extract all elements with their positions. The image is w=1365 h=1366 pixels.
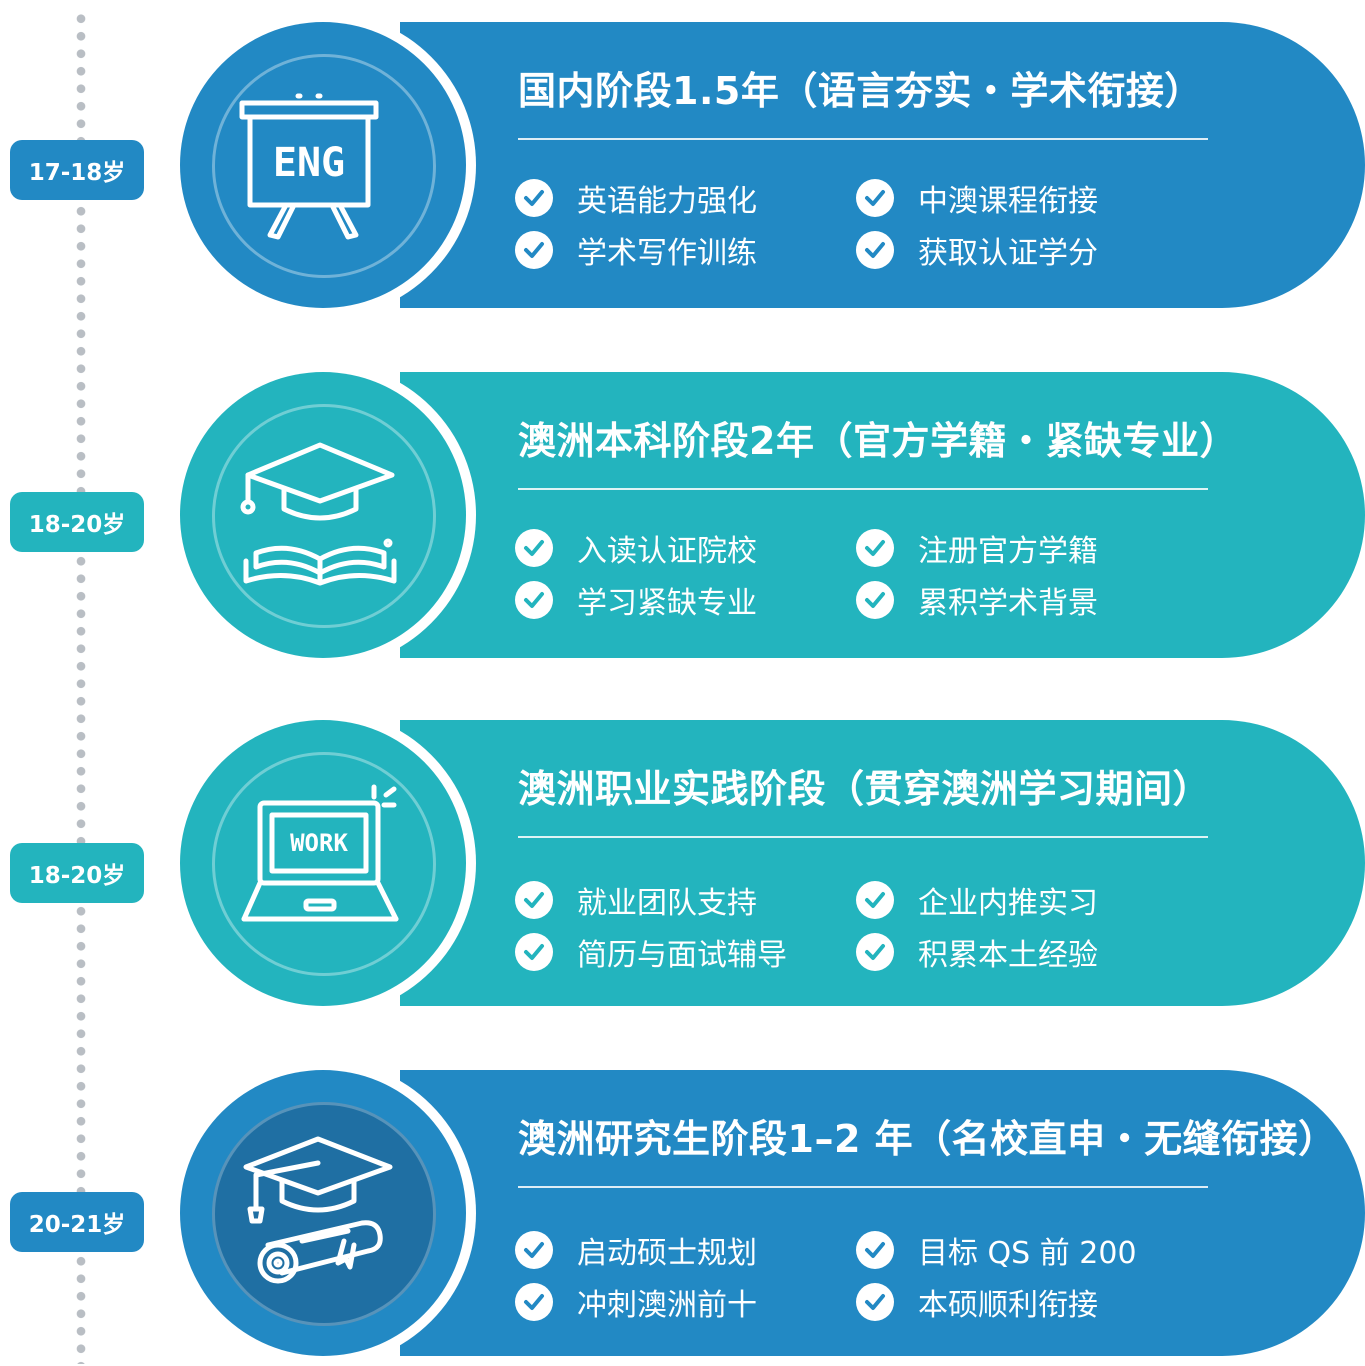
stage-title: 澳洲职业实践阶段（贯穿澳洲学习期间） bbox=[518, 767, 1212, 811]
list-item: 入读认证院校 bbox=[515, 528, 757, 569]
divider bbox=[518, 1186, 1208, 1188]
check-icon bbox=[515, 933, 553, 971]
check-icon bbox=[515, 1283, 553, 1321]
stage-title: 澳洲本科阶段2年（官方学籍・紧缺专业） bbox=[518, 419, 1238, 463]
check-icon bbox=[515, 179, 553, 217]
list-item: 简历与面试辅导 bbox=[515, 932, 787, 973]
stage-title: 国内阶段1.5年（语言夯实・学术衔接） bbox=[518, 69, 1203, 113]
list-item: 累积学术背景 bbox=[856, 580, 1098, 621]
check-icon bbox=[856, 231, 894, 269]
check-icon bbox=[515, 581, 553, 619]
check-icon bbox=[515, 529, 553, 567]
list-item: 获取认证学分 bbox=[856, 230, 1098, 271]
check-icon bbox=[856, 1283, 894, 1321]
list-item: 学习紧缺专业 bbox=[515, 580, 757, 621]
check-icon bbox=[856, 581, 894, 619]
check-icon bbox=[856, 881, 894, 919]
item-label: 注册官方学籍 bbox=[918, 534, 1098, 569]
item-label: 入读认证院校 bbox=[577, 534, 757, 569]
list-item: 就业团队支持 bbox=[515, 880, 757, 921]
age-badge-stage-1: 17-18岁 bbox=[10, 140, 144, 200]
stage-icon-circle bbox=[180, 372, 466, 658]
stage-card-1: ENG 国内阶段1.5年（语言夯实・学术衔接） 英语能力强化 中澳课程衔接 学术… bbox=[170, 12, 1365, 318]
graduation-cap-book-icon bbox=[238, 435, 408, 595]
item-label: 积累本土经验 bbox=[918, 938, 1098, 973]
list-item: 企业内推实习 bbox=[856, 880, 1098, 921]
graduation-cap-diploma-icon bbox=[238, 1133, 408, 1293]
check-icon bbox=[856, 179, 894, 217]
item-label: 目标 QS 前 200 bbox=[918, 1236, 1137, 1271]
age-badge-stage-2: 18-20岁 bbox=[10, 492, 144, 552]
item-label: 本硕顺利衔接 bbox=[918, 1288, 1098, 1323]
item-label: 学习紧缺专业 bbox=[577, 586, 757, 621]
list-item: 英语能力强化 bbox=[515, 178, 757, 219]
item-label: 学术写作训练 bbox=[577, 236, 757, 271]
check-icon bbox=[856, 933, 894, 971]
item-label: 企业内推实习 bbox=[918, 886, 1098, 921]
item-label: 启动硕士规划 bbox=[577, 1236, 757, 1271]
list-item: 积累本土经验 bbox=[856, 932, 1098, 973]
list-item: 注册官方学籍 bbox=[856, 528, 1098, 569]
check-icon bbox=[856, 1231, 894, 1269]
list-item: 本硕顺利衔接 bbox=[856, 1282, 1098, 1323]
stage-card-4: 澳洲研究生阶段1–2 年（名校直申・无缝衔接） 启动硕士规划 目标 QS 前 2… bbox=[170, 1060, 1365, 1366]
list-item: 冲刺澳洲前十 bbox=[515, 1282, 757, 1323]
item-label: 获取认证学分 bbox=[918, 236, 1098, 271]
item-label: 英语能力强化 bbox=[577, 184, 757, 219]
divider bbox=[518, 488, 1208, 490]
divider bbox=[518, 836, 1208, 838]
check-icon bbox=[515, 231, 553, 269]
svg-text:WORK: WORK bbox=[290, 829, 348, 857]
eng-board-icon: ENG bbox=[238, 85, 408, 245]
item-label: 就业团队支持 bbox=[577, 886, 757, 921]
stage-card-3: WORK 澳洲职业实践阶段（贯穿澳洲学习期间） 就业团队支持 企业内推实习 简历… bbox=[170, 710, 1365, 1016]
list-item: 目标 QS 前 200 bbox=[856, 1230, 1137, 1271]
check-icon bbox=[515, 881, 553, 919]
stage-title: 澳洲研究生阶段1–2 年（名校直申・无缝衔接） bbox=[518, 1117, 1337, 1161]
check-icon bbox=[856, 529, 894, 567]
item-label: 累积学术背景 bbox=[918, 586, 1098, 621]
divider bbox=[518, 138, 1208, 140]
stage-icon-circle: WORK bbox=[180, 720, 466, 1006]
laptop-work-icon: WORK bbox=[238, 783, 408, 943]
stage-card-2: 澳洲本科阶段2年（官方学籍・紧缺专业） 入读认证院校 注册官方学籍 学习紧缺专业… bbox=[170, 362, 1365, 668]
check-icon bbox=[515, 1231, 553, 1269]
list-item: 中澳课程衔接 bbox=[856, 178, 1098, 219]
age-badge-stage-3: 18-20岁 bbox=[10, 843, 144, 903]
list-item: 学术写作训练 bbox=[515, 230, 757, 271]
svg-text:ENG: ENG bbox=[273, 140, 345, 186]
stage-icon-circle bbox=[180, 1070, 466, 1356]
item-label: 简历与面试辅导 bbox=[577, 938, 787, 973]
age-badge-stage-4: 20-21岁 bbox=[10, 1192, 144, 1252]
timeline-dotted-line bbox=[76, 10, 86, 1364]
stage-icon-circle: ENG bbox=[180, 22, 466, 308]
list-item: 启动硕士规划 bbox=[515, 1230, 757, 1271]
item-label: 中澳课程衔接 bbox=[918, 184, 1098, 219]
item-label: 冲刺澳洲前十 bbox=[577, 1288, 757, 1323]
